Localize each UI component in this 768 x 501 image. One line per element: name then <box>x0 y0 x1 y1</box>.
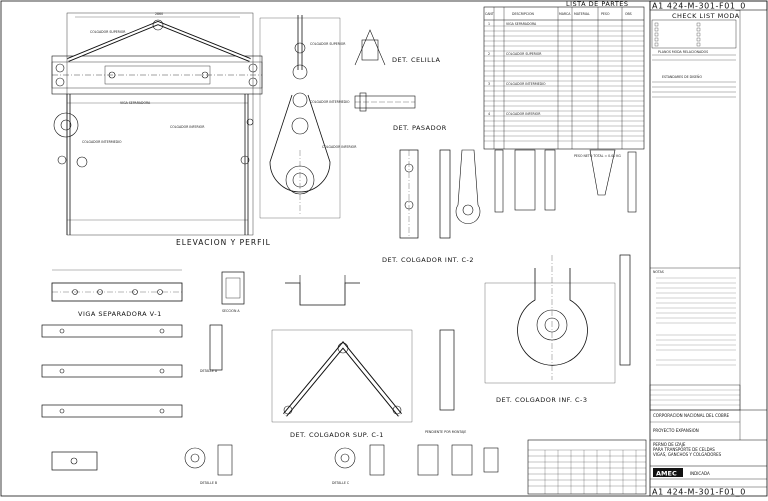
drawing-number-bottom: A1 424-M-301-F01_0 <box>652 488 746 497</box>
right-column: A1 424-M-301-F01_0 CHECK LIST MODA PLANO… <box>649 0 768 497</box>
drawing-number-top: A1 424-M-301-F01_0 <box>652 2 746 11</box>
svg-text:PESO: PESO <box>601 12 610 16</box>
svg-text:COLGADOR INTERMEDIO: COLGADOR INTERMEDIO <box>310 100 350 104</box>
parts-list: LISTA DE PARTES CANT DESCRIPCION MARCA M… <box>483 0 645 158</box>
svg-text:NOTAS: NOTAS <box>653 270 664 274</box>
svg-text:DET. COLGADOR INT. C-2: DET. COLGADOR INT. C-2 <box>382 256 474 264</box>
cross-section-b <box>285 275 360 306</box>
spreader-beam-v1: VIGA SEPARADORA V-1 <box>51 269 183 318</box>
svg-text:SECCION A: SECCION A <box>222 309 240 313</box>
svg-text:COLGADOR SUPERIOR: COLGADOR SUPERIOR <box>310 42 346 46</box>
svg-text:COLGADOR INFERIOR: COLGADOR INFERIOR <box>322 145 357 149</box>
svg-text:1: 1 <box>488 22 490 26</box>
svg-text:PESO NETO TOTAL = 0.00 KG: PESO NETO TOTAL = 0.00 KG <box>574 154 621 158</box>
hanger-int-c2: DET. COLGADOR INT. C-2 <box>382 149 504 264</box>
svg-text:VIGA SEPARADORA: VIGA SEPARADORA <box>120 101 151 105</box>
company-logo: AMEC <box>656 470 677 478</box>
svg-text:DETALLE C: DETALLE C <box>332 481 350 485</box>
small-parts-row <box>514 149 637 213</box>
svg-text:PARA TRANSPORTE DE CELDAS: PARA TRANSPORTE DE CELDAS <box>653 447 715 452</box>
dimension-table <box>527 439 647 495</box>
svg-text:INDICADA: INDICADA <box>690 471 710 476</box>
svg-text:PENDIENTE POR MONTAJE: PENDIENTE POR MONTAJE <box>425 430 466 434</box>
svg-text:DETALLE A: DETALLE A <box>200 369 218 373</box>
svg-text:COLGADOR INFERIOR: COLGADOR INFERIOR <box>170 125 205 129</box>
svg-text:2: 2 <box>488 52 490 56</box>
svg-text:VIGAS, GANCHOS Y COLGADORES: VIGAS, GANCHOS Y COLGADORES <box>653 452 722 457</box>
svg-text:DET. CELILLA: DET. CELILLA <box>392 56 441 64</box>
hanger-inf-c3: DET. COLGADOR INF. C-3 <box>484 254 631 404</box>
svg-text:3: 3 <box>488 82 490 86</box>
svg-text:COLGADOR SUPERIOR: COLGADOR SUPERIOR <box>506 52 542 56</box>
svg-text:DESCRIPCION: DESCRIPCION <box>512 12 534 16</box>
svg-text:4: 4 <box>488 112 490 116</box>
svg-text:COLGADOR INTERMEDIO: COLGADOR INTERMEDIO <box>506 82 546 86</box>
svg-text:VIGA SEPARADORA V-1: VIGA SEPARADORA V-1 <box>78 310 162 318</box>
svg-text:LISTA DE PARTES: LISTA DE PARTES <box>566 0 629 8</box>
svg-text:MARCA: MARCA <box>559 12 571 16</box>
elevation-view: 2860 COLGADOR SUPERIOR VIGA SEPARADORA C… <box>51 12 271 247</box>
svg-text:ESTANDARES DE DISEÑO: ESTANDARES DE DISEÑO <box>662 74 702 79</box>
svg-text:CHECK LIST MODA: CHECK LIST MODA <box>672 12 740 20</box>
svg-text:PROYECTO EXPANSION: PROYECTO EXPANSION <box>653 428 699 433</box>
svg-text:CANT: CANT <box>485 12 494 16</box>
svg-text:COLGADOR INFERIOR: COLGADOR INFERIOR <box>506 112 541 116</box>
svg-text:COLGADOR INTERMEDIO: COLGADOR INTERMEDIO <box>82 140 122 144</box>
profile-view: COLGADOR SUPERIOR COLGADOR INTERMEDIO CO… <box>259 15 357 219</box>
svg-text:VIGA SEPARADORA: VIGA SEPARADORA <box>506 22 537 26</box>
svg-text:2860: 2860 <box>155 12 163 16</box>
svg-text:PERNO DE IZAJE: PERNO DE IZAJE <box>653 442 686 447</box>
svg-text:DET. PASADOR: DET. PASADOR <box>393 124 447 132</box>
hanger-sup-c1: DET. COLGADOR SUP. C-1 <box>271 329 413 439</box>
detail-a: DETALLE A <box>200 324 223 373</box>
svg-text:DETALLE B: DETALLE B <box>200 481 217 485</box>
svg-text:DET. COLGADOR SUP. C-1: DET. COLGADOR SUP. C-1 <box>290 431 384 439</box>
owner-text: CORPORACION NACIONAL DEL COBRE <box>653 413 730 418</box>
section-a: SECCION A <box>221 271 245 313</box>
pendant-plate: PENDIENTE POR MONTAJE <box>425 329 466 434</box>
svg-text:PLANOS MODA RELACIONADOS: PLANOS MODA RELACIONADOS <box>658 50 708 54</box>
svg-text:OBS: OBS <box>625 12 632 16</box>
bottom-details: DETALLE B DETALLE C <box>184 444 499 485</box>
detail-cell: DET. CELILLA <box>354 29 441 66</box>
svg-text:COLGADOR SUPERIOR: COLGADOR SUPERIOR <box>90 30 126 34</box>
svg-text:MATERIAL: MATERIAL <box>574 12 590 16</box>
elevation-title: ELEVACION Y PERFIL <box>176 238 271 247</box>
detail-pin: DET. PASADOR <box>354 92 447 132</box>
svg-text:DET. COLGADOR INF. C-3: DET. COLGADOR INF. C-3 <box>496 396 588 404</box>
plate-views <box>41 324 183 471</box>
